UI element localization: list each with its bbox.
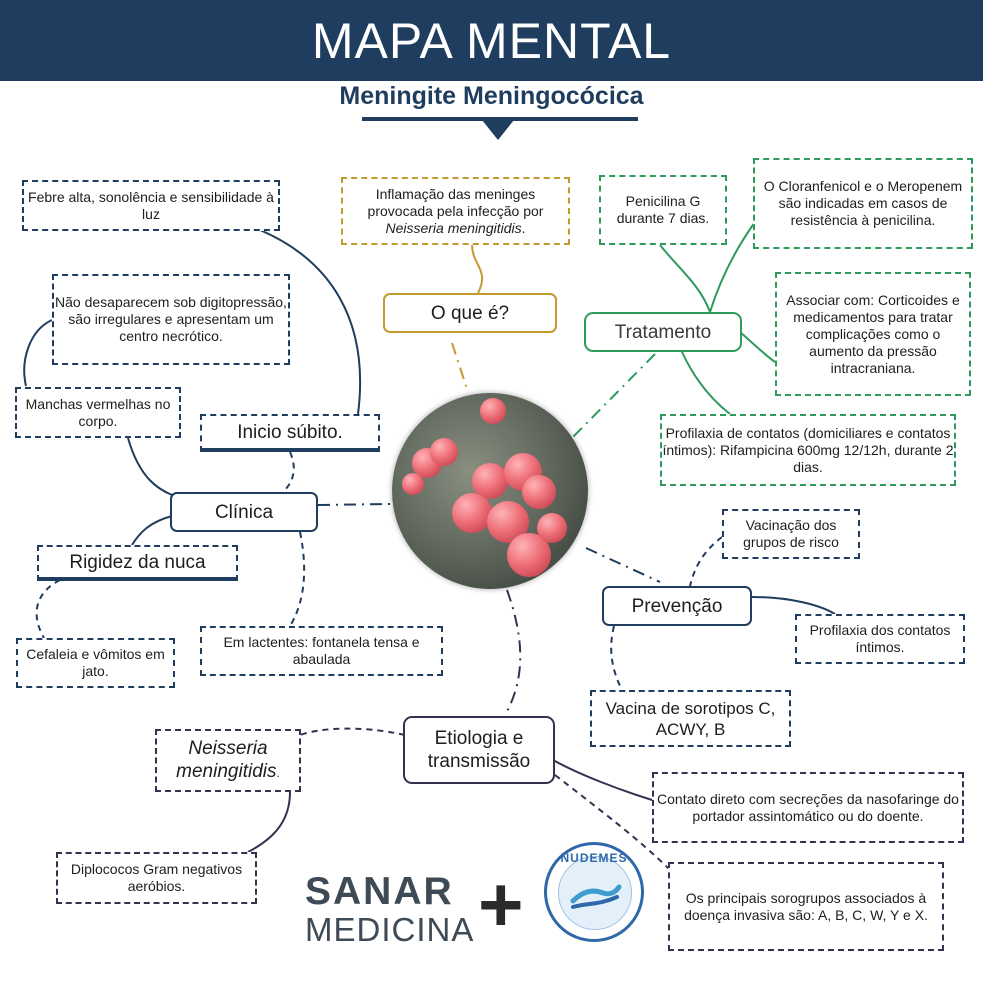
connector-febre	[259, 229, 362, 415]
node-prevencao: Prevenção	[602, 586, 752, 626]
connector-definition	[471, 244, 484, 294]
neisseria-box: Neisseria meningitidis.	[155, 729, 301, 792]
sanar-medicina-logo: SANAR MEDICINA	[305, 870, 475, 948]
connector-lactentes	[289, 531, 306, 627]
lactentes-box: Em lactentes: fontanela tensa e abaulada	[200, 626, 443, 676]
profilaxia-tratamento-box: Profilaxia de contatos (domiciliares e c…	[660, 414, 956, 486]
connector-oquee-center	[451, 342, 469, 393]
rigidez-box: Rigidez da nuca	[37, 545, 238, 581]
profilaxia-prevencao-box: Profilaxia dos contatos íntimos.	[795, 614, 965, 664]
node-etiologia: Etiologia e transmissão	[403, 716, 555, 784]
connector-prevencao-center	[585, 547, 661, 583]
page-title: MAPA MENTAL	[311, 12, 672, 69]
connector-vacina	[610, 625, 623, 691]
connector-penicilina	[659, 244, 711, 313]
connector-profilaxia-trat	[681, 351, 731, 415]
connector-inicio	[284, 451, 295, 491]
connector-etiologia-center	[504, 589, 522, 716]
connector-contato	[552, 759, 653, 801]
connector-rigidez	[131, 515, 173, 546]
node-o-que-e: O que é?	[383, 293, 557, 333]
manchas-detalhe-box: Não desaparecem sob digitopressão, são i…	[52, 274, 290, 365]
vacina-box: Vacina de sorotipos C, ACWY, B	[590, 690, 791, 747]
node-clinica: Clínica	[170, 492, 318, 532]
seal-hands-icon	[558, 856, 632, 930]
connector-profilaxia-prev	[751, 596, 836, 615]
node-tratamento: Tratamento	[584, 312, 742, 352]
connector-neisseria	[299, 727, 406, 736]
subtitle-arrow-icon	[482, 120, 514, 140]
connector-associar	[739, 331, 776, 363]
connector-vacinacao	[689, 536, 723, 587]
connector-diplococos	[247, 791, 291, 853]
connector-manchas-detalhe	[23, 319, 53, 387]
header-bar: MAPA MENTAL	[0, 0, 983, 81]
connector-clinica-center	[317, 503, 393, 506]
plus-sign: +	[478, 860, 524, 948]
page-subtitle: Meningite Meningocócica	[339, 82, 644, 110]
connector-cloranfenicol	[709, 221, 756, 313]
associar-box: Associar com: Corticoides e medicamentos…	[775, 272, 971, 396]
febre-box: Febre alta, sonolência e sensibilidade à…	[22, 180, 280, 231]
contato-box: Contato direto com secreções da nasofari…	[652, 772, 964, 843]
nudemes-label: NUDEMES	[560, 851, 628, 865]
connector-sorogrupos	[554, 774, 671, 871]
sorogrupos-box: Os principais sorogrupos associados à do…	[668, 862, 944, 951]
connector-cefaleia	[35, 579, 61, 639]
connector-manchas	[127, 437, 173, 496]
penicilina-box: Penicilina G durante 7 dias.	[599, 175, 727, 245]
vacinacao-box: Vacinação dos grupos de risco	[722, 509, 860, 559]
subtitle-underline	[362, 117, 638, 121]
inicio-subito-box: Inicio súbito.	[200, 414, 380, 452]
connector-tratamento-center	[571, 353, 656, 439]
definition-box: Inflamação das meninges provocada pela i…	[341, 177, 570, 245]
cloranfenicol-box: O Cloranfenicol e o Meropenem são indica…	[753, 158, 973, 249]
diplococos-box: Diplococos Gram negativos aeróbios.	[56, 852, 257, 904]
meningococcus-image	[392, 393, 588, 589]
manchas-box: Manchas vermelhas no corpo.	[15, 387, 181, 438]
nudemes-seal-icon: NUDEMES	[544, 842, 644, 942]
cefaleia-box: Cefaleia e vômitos em jato.	[16, 638, 175, 688]
